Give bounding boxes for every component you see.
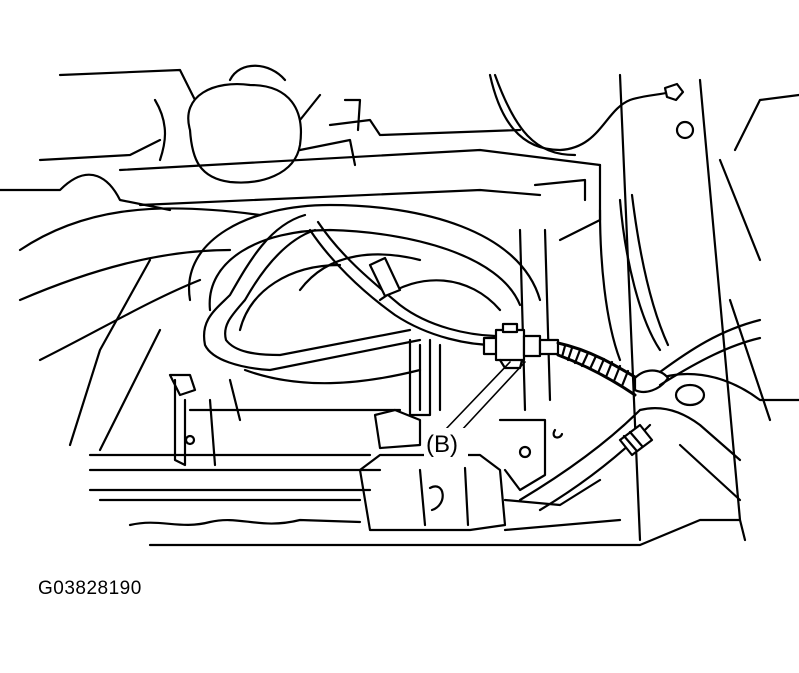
connector-icon [482, 322, 560, 370]
bottom-right-hose [518, 407, 742, 512]
wire-harness [308, 220, 497, 347]
lower-frame-rail [88, 453, 742, 547]
cross-member [168, 373, 402, 467]
callout-b-label: (B) [426, 431, 458, 458]
right-body-panel [618, 73, 799, 542]
wiring-harness-icon [556, 318, 762, 397]
callout-b: (B) [424, 428, 468, 458]
loom-wires [598, 193, 670, 362]
canister [187, 64, 302, 184]
upper-wire [488, 73, 685, 157]
upper-frame-rail [118, 98, 602, 242]
fan-shroud [187, 203, 552, 412]
background-structure [0, 68, 322, 452]
lower-bracket [358, 338, 564, 532]
callout-leaders [444, 361, 526, 433]
figure-id: G03828190 [38, 578, 142, 599]
left-hose [202, 213, 422, 372]
